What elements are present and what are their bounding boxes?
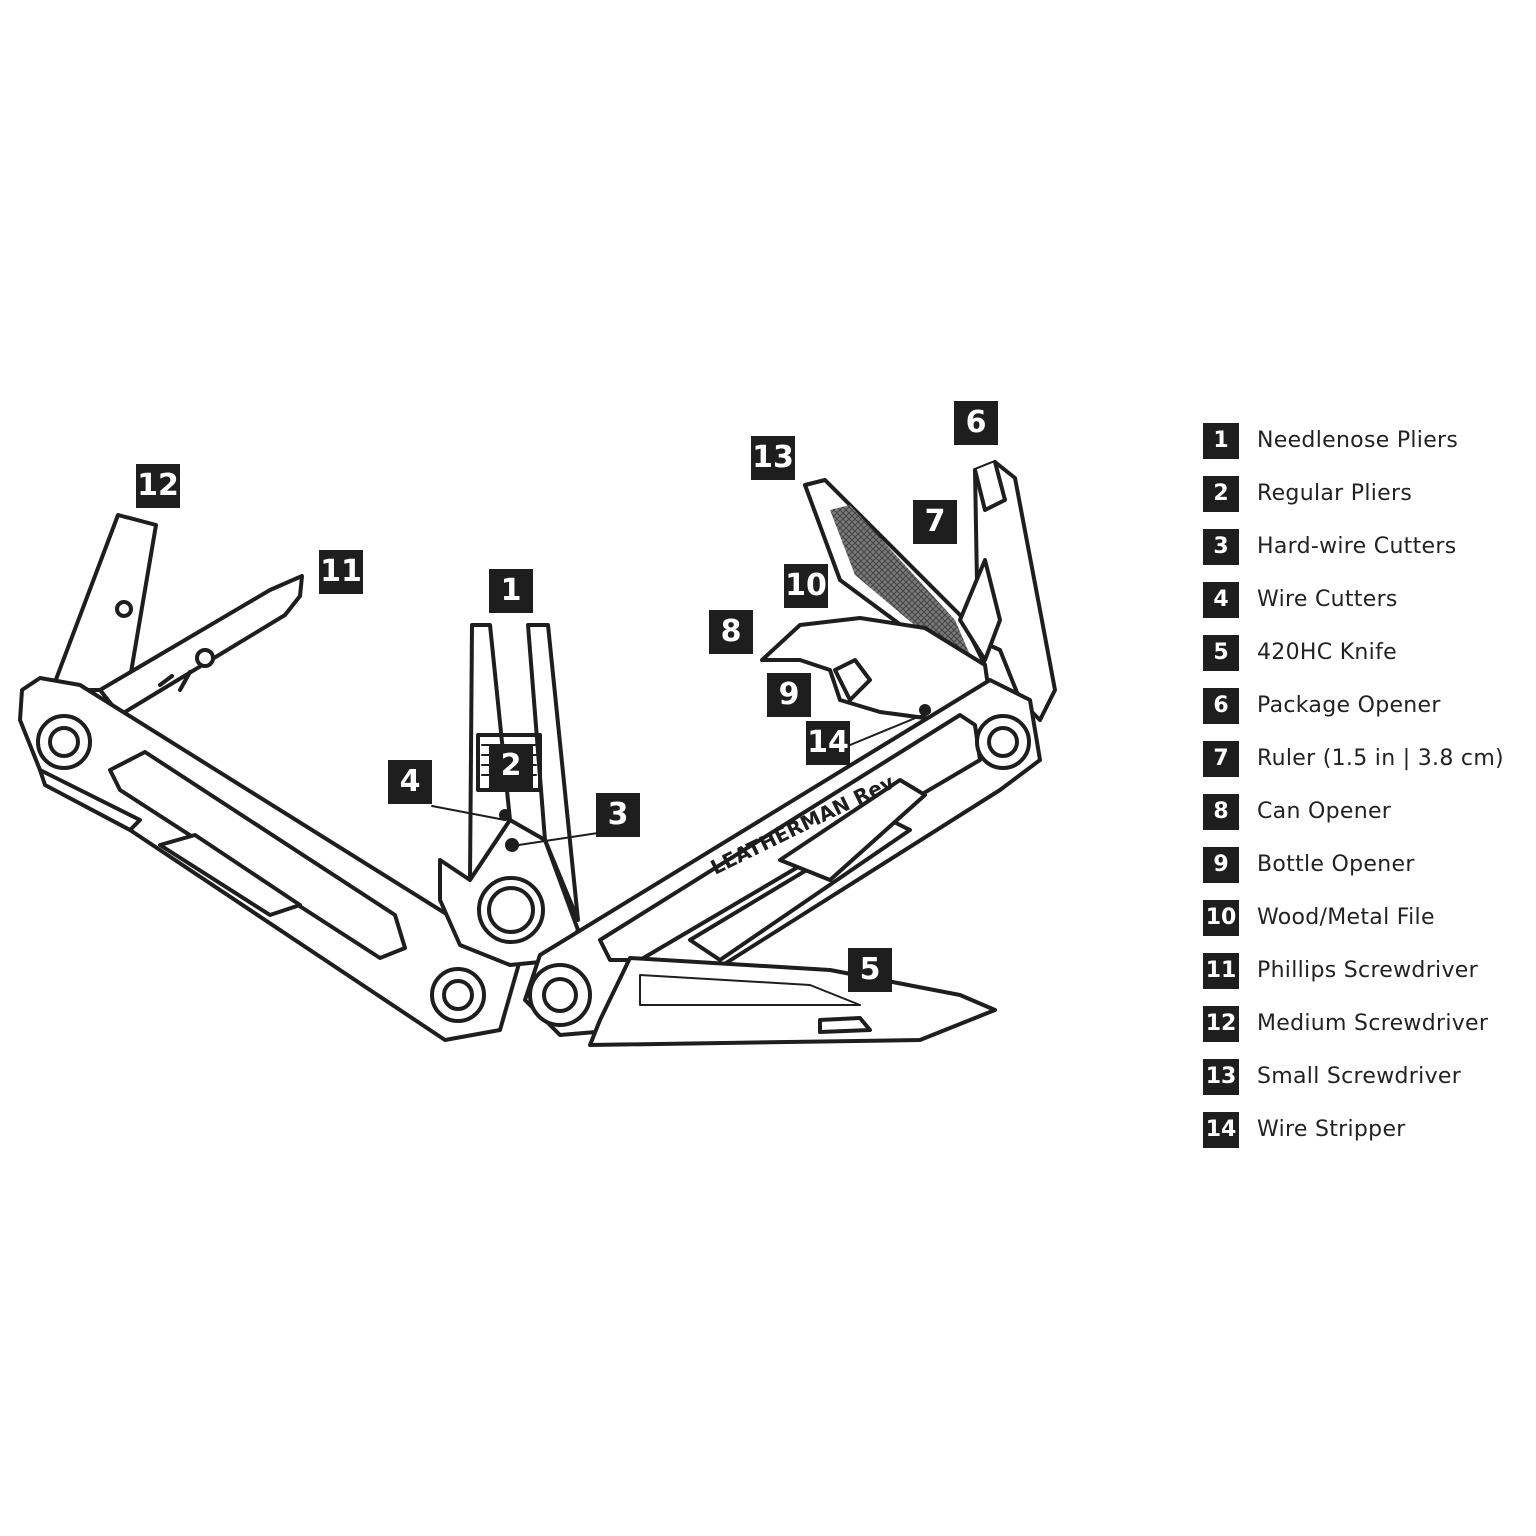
legend-label: Ruler (1.5 in | 3.8 cm) (1257, 746, 1504, 771)
callout-5: 5 (848, 948, 892, 992)
legend-label: Wood/Metal File (1257, 905, 1435, 930)
legend-number: 2 (1203, 475, 1239, 512)
callout-6: 6 (954, 401, 998, 445)
legend-label: Package Opener (1257, 693, 1441, 718)
legend-number: 1 (1203, 422, 1239, 459)
callout-12: 12 (136, 464, 180, 508)
legend-label: Phillips Screwdriver (1257, 958, 1478, 983)
can-bottle-opener (760, 616, 992, 746)
legend-item: 7 Ruler (1.5 in | 3.8 cm) (1203, 732, 1504, 785)
callout-10: 10 (784, 564, 828, 608)
callout-1: 1 (489, 569, 533, 613)
legend-number: 7 (1203, 740, 1239, 777)
legend-label: Medium Screwdriver (1257, 1011, 1489, 1036)
legend-label: 420HC Knife (1257, 640, 1397, 665)
package-opener (958, 460, 1057, 722)
legend-label: Small Screwdriver (1257, 1064, 1462, 1089)
legend-label: Can Opener (1257, 799, 1392, 824)
callout-3: 3 (596, 793, 640, 837)
right-handle (523, 678, 1042, 1037)
legend-item: 12 Medium Screwdriver (1203, 997, 1504, 1050)
legend-item: 9 Bottle Opener (1203, 838, 1504, 891)
callout-14: 14 (806, 721, 850, 765)
legend-label: Regular Pliers (1257, 481, 1413, 506)
legend-number: 14 (1203, 1111, 1239, 1148)
legend-item: 8 Can Opener (1203, 785, 1504, 838)
callout-13: 13 (751, 436, 795, 480)
legend-item: 13 Small Screwdriver (1203, 1050, 1504, 1103)
legend-item: 5 420HC Knife (1203, 626, 1504, 679)
legend-label: Wire Stripper (1257, 1117, 1406, 1142)
legend-item: 6 Package Opener (1203, 679, 1504, 732)
callout-2: 2 (489, 744, 533, 788)
callout-11: 11 (319, 550, 363, 594)
legend-item: 10 Wood/Metal File (1203, 891, 1504, 944)
legend-number: 5 (1203, 634, 1239, 671)
legend-label: Wire Cutters (1257, 587, 1398, 612)
legend-item: 2 Regular Pliers (1203, 467, 1504, 520)
legend-item: 4 Wire Cutters (1203, 573, 1504, 626)
legend-number: 8 (1203, 793, 1239, 830)
legend-label: Hard-wire Cutters (1257, 534, 1457, 559)
medium-screwdriver (50, 513, 158, 692)
legend-label: Needlenose Pliers (1257, 428, 1459, 453)
legend-number: 4 (1203, 581, 1239, 618)
legend-item: 3 Hard-wire Cutters (1203, 520, 1504, 573)
legend-number: 11 (1203, 952, 1239, 989)
knife (588, 956, 997, 1047)
legend-item: 1 Needlenose Pliers (1203, 414, 1504, 467)
legend-number: 12 (1203, 1005, 1239, 1042)
legend: 1 Needlenose Pliers 2 Regular Pliers 3 Hard… (1203, 414, 1504, 1156)
legend-number: 6 (1203, 687, 1239, 724)
legend-label: Bottle Opener (1257, 852, 1415, 877)
callout-9: 9 (767, 673, 811, 717)
legend-number: 9 (1203, 846, 1239, 883)
legend-item: 11 Phillips Screwdriver (1203, 944, 1504, 997)
callout-7: 7 (913, 500, 957, 544)
legend-item: 14 Wire Stripper (1203, 1103, 1504, 1156)
legend-number: 13 (1203, 1058, 1239, 1095)
legend-number: 10 (1203, 899, 1239, 936)
callout-8: 8 (709, 610, 753, 654)
left-handle (18, 676, 522, 1042)
legend-number: 3 (1203, 528, 1239, 565)
pliers (431, 623, 599, 967)
callout-4: 4 (388, 760, 432, 804)
